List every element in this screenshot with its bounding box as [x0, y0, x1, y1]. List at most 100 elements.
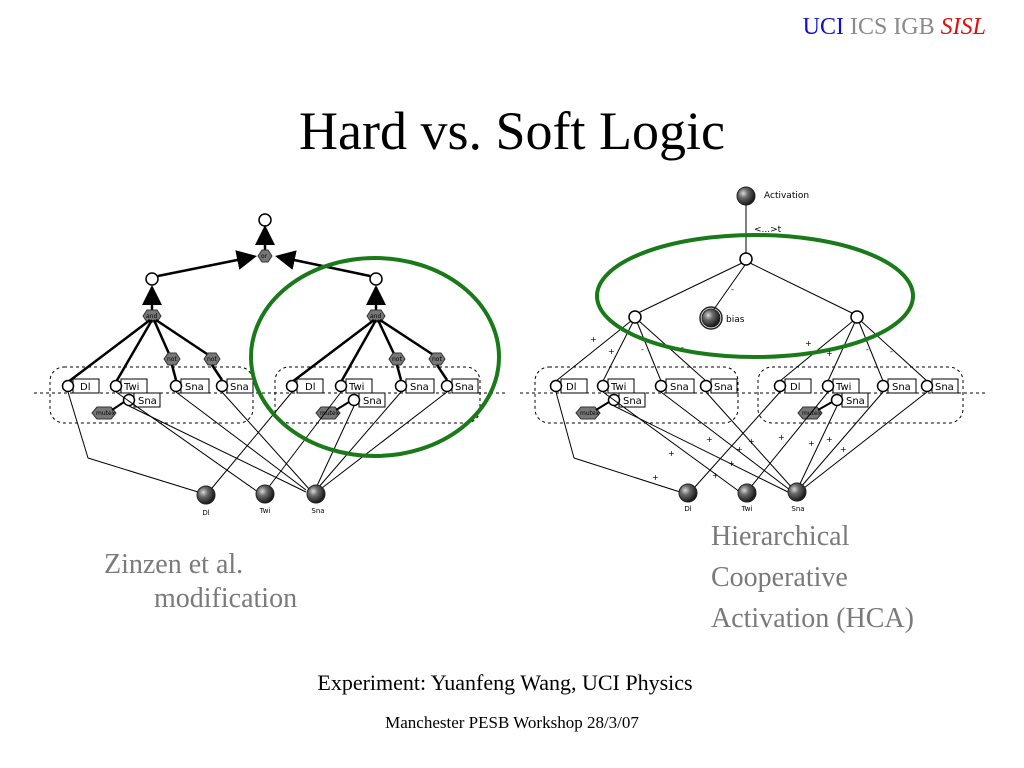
input-node-sna — [306, 484, 326, 504]
and-label: and — [146, 313, 157, 320]
plus-sign: + — [652, 473, 659, 482]
header-ics-igb: ICS IGB — [849, 14, 935, 40]
right-caption-line3: Activation (HCA) — [711, 603, 914, 634]
plus-sign: + — [590, 335, 597, 344]
left-caption-line2: modification — [154, 583, 298, 614]
not-gate-icon — [388, 352, 406, 366]
plus-sign: + — [712, 471, 719, 480]
mutex-label: mutex — [580, 410, 600, 417]
right-caption-line1: Hierarchical — [711, 521, 850, 552]
site-label: Sna — [455, 382, 474, 393]
site-label: Dl — [790, 382, 800, 393]
right-hca-diagram — [520, 186, 985, 503]
site-label: Dl — [566, 382, 576, 393]
site-label: Sna — [410, 382, 429, 393]
left-output-node — [258, 213, 272, 227]
mutex-icon — [91, 406, 117, 420]
site-label: Twi — [123, 382, 139, 393]
right-caption-line2: Cooperative — [711, 562, 848, 593]
activation-label: Activation — [764, 191, 809, 201]
input-node-dl — [196, 485, 216, 505]
not-label: not — [207, 356, 217, 363]
input-node-twi — [255, 484, 275, 504]
site-label: Sna — [623, 396, 642, 407]
left-highlight-ellipse — [249, 256, 501, 458]
not-label: not — [392, 356, 402, 363]
site-label: Sna — [138, 396, 157, 407]
plus-sign: + — [728, 459, 735, 468]
or-label: or — [261, 253, 268, 260]
header-uci: UCI — [802, 14, 844, 40]
plus-sign: + — [778, 433, 785, 442]
right-site-group-1 — [534, 366, 739, 424]
input-label-twi: Twi — [259, 507, 271, 515]
right-highlight-ellipse — [595, 233, 915, 359]
plus-sign: + — [805, 339, 812, 348]
input-node-dl — [678, 483, 698, 503]
minus-sign: - — [681, 343, 684, 352]
bias-label: bias — [726, 315, 745, 325]
minus-sign: - — [641, 345, 644, 354]
left-logic-diagram — [34, 213, 506, 505]
site-label: Sna — [892, 382, 911, 393]
input-label-sna: Sna — [311, 507, 324, 515]
plus-sign: + — [808, 439, 815, 448]
mutex-icon — [575, 406, 601, 420]
mutex-label: mutex — [320, 410, 340, 417]
right-caption: Hierarchical Cooperative Activation (HCA… — [711, 516, 914, 639]
mutex-label: mutex — [802, 410, 822, 417]
mutex-label: mutex — [96, 410, 116, 417]
input-label-sna: Sna — [791, 505, 804, 513]
activation-node — [736, 186, 756, 206]
right-site-group-2 — [757, 366, 964, 424]
plus-sign: + — [748, 437, 755, 446]
and-label: and — [370, 313, 381, 320]
input-label-dl: Dl — [684, 505, 691, 513]
plus-sign: + — [668, 449, 675, 458]
not-gate-icon — [203, 352, 221, 366]
site-label: Sna — [230, 382, 249, 393]
not-label: not — [167, 356, 177, 363]
minus-sign: - — [890, 347, 893, 356]
experiment-credit: Experiment: Yuanfeng Wang, UCI Physics — [317, 670, 693, 695]
plus-sign: + — [826, 435, 833, 444]
input-label-twi: Twi — [741, 505, 753, 513]
slide-title: Hard vs. Soft Logic — [299, 101, 725, 161]
bias-node — [701, 308, 721, 328]
not-label: not — [432, 356, 442, 363]
site-label: Sna — [714, 382, 733, 393]
plus-sign: + — [706, 435, 713, 444]
workshop-footer: Manchester PESB Workshop 28/3/07 — [385, 713, 639, 732]
site-label: Sna — [363, 396, 382, 407]
minus-sign: - — [866, 345, 869, 354]
site-label: Twi — [348, 382, 364, 393]
mutex-icon — [797, 406, 823, 420]
plus-sign: + — [736, 445, 743, 454]
input-node-twi — [737, 483, 757, 503]
left-caption: Zinzen et al. modification — [104, 548, 297, 616]
left-caption-line1: Zinzen et al. — [104, 549, 244, 580]
site-label: Sna — [185, 382, 204, 393]
left-site-group-2 — [274, 366, 481, 424]
plus-sign: + — [840, 445, 847, 454]
plus-sign: + — [608, 347, 615, 356]
time-average-label: <...>t — [754, 225, 782, 235]
not-gate-icon — [428, 352, 446, 366]
hca-top-node — [739, 252, 753, 266]
or-gate-icon — [257, 249, 273, 263]
plus-sign: + — [826, 349, 833, 358]
site-label: Dl — [305, 382, 315, 393]
header-logo: UCI ICS IGB SISL — [803, 14, 986, 41]
site-label: Twi — [610, 382, 626, 393]
site-label: Sna — [935, 382, 954, 393]
input-node-sna — [787, 482, 807, 502]
left-site-group-1 — [49, 366, 254, 424]
input-label-dl: Dl — [202, 509, 209, 517]
site-label: Dl — [80, 382, 90, 393]
minus-sign: - — [731, 285, 734, 294]
site-label: Twi — [835, 382, 851, 393]
site-label: Sna — [846, 396, 865, 407]
site-label: Sna — [670, 382, 689, 393]
header-sisl: SISL — [940, 14, 986, 40]
